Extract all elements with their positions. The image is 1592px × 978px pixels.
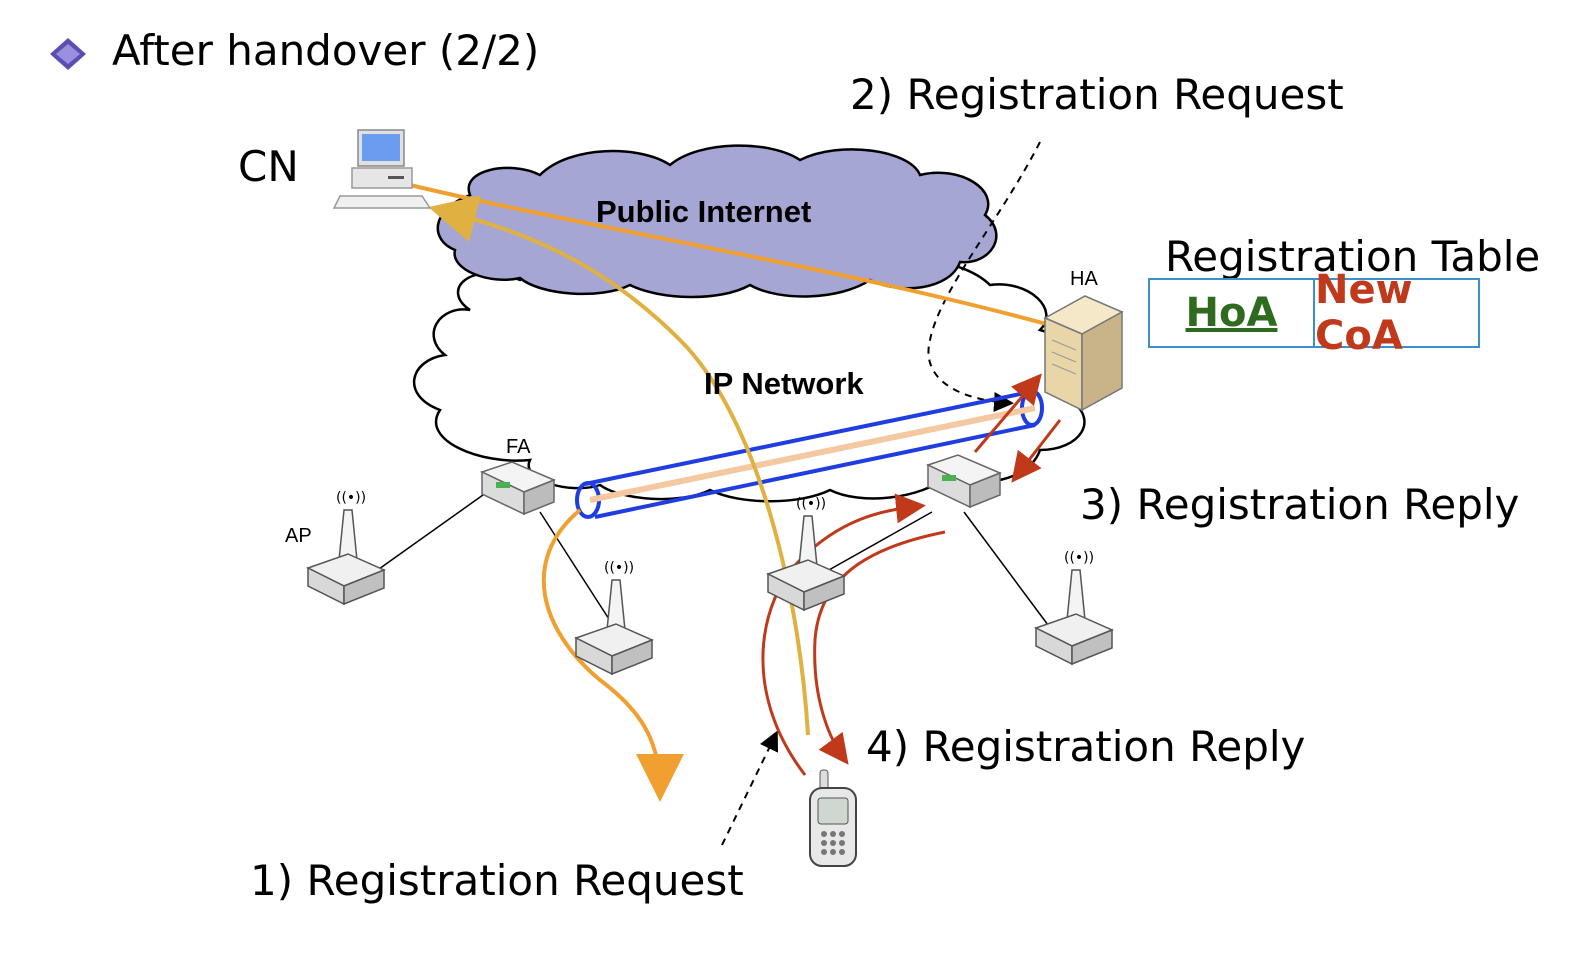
access-point-icon: ((•)) [306, 490, 386, 606]
cn-computer-icon [332, 129, 432, 209]
access-links [371, 489, 1049, 631]
svg-text:((•)): ((•)) [1064, 550, 1094, 566]
tunnel-fa-ha [575, 389, 1044, 519]
step3-label: 3) Registration Reply [1080, 480, 1520, 529]
ap-label: AP [285, 525, 312, 547]
access-point-icon: ((•)) [1034, 550, 1114, 666]
ip-network-label: IP Network [704, 366, 864, 401]
page-title: After handover (2/2) [112, 26, 540, 75]
registration-table-coa-cell: New CoA [1315, 267, 1478, 359]
public-internet-cloud [436, 144, 998, 299]
ha-server-icon [1043, 295, 1124, 412]
step4-arrow [813, 530, 946, 765]
registration-table: HoA New CoA [1148, 267, 1480, 359]
public-internet-label: Public Internet [596, 194, 812, 229]
data-path-fa-down [541, 508, 684, 802]
data-path-mobile-cn [428, 195, 810, 736]
registration-table-title: Registration Table [1165, 232, 1541, 281]
mobile-phone-icon [809, 769, 857, 867]
svg-text:((•)): ((•)) [796, 496, 826, 512]
new-fa-router-icon [925, 454, 1002, 509]
ha-label: HA [1070, 268, 1098, 290]
step2-arrow [973, 373, 1042, 453]
fa-label: FA [506, 436, 531, 458]
svg-text:((•)): ((•)) [336, 490, 366, 506]
fa-router-icon [479, 461, 556, 516]
coa-value: New CoA [1315, 267, 1413, 359]
title-bullet-icon [50, 38, 86, 70]
step1-label: 1) Registration Request [250, 856, 744, 905]
cn-label: CN [238, 142, 299, 191]
svg-text:((•)): ((•)) [604, 560, 634, 576]
request1-dashed-arrow [721, 730, 778, 846]
access-point-icon: ((•)) [766, 496, 846, 612]
step2-label: 2) Registration Request [850, 70, 1344, 119]
registration-table-hoa-cell: HoA [1150, 280, 1315, 346]
request2-dashed-arrow [927, 141, 1041, 413]
access-point-icon: ((•)) [574, 560, 654, 676]
step4-label: 4) Registration Reply [866, 722, 1306, 771]
step3-arrow [1011, 419, 1062, 483]
hoa-value: HoA [1185, 290, 1278, 336]
